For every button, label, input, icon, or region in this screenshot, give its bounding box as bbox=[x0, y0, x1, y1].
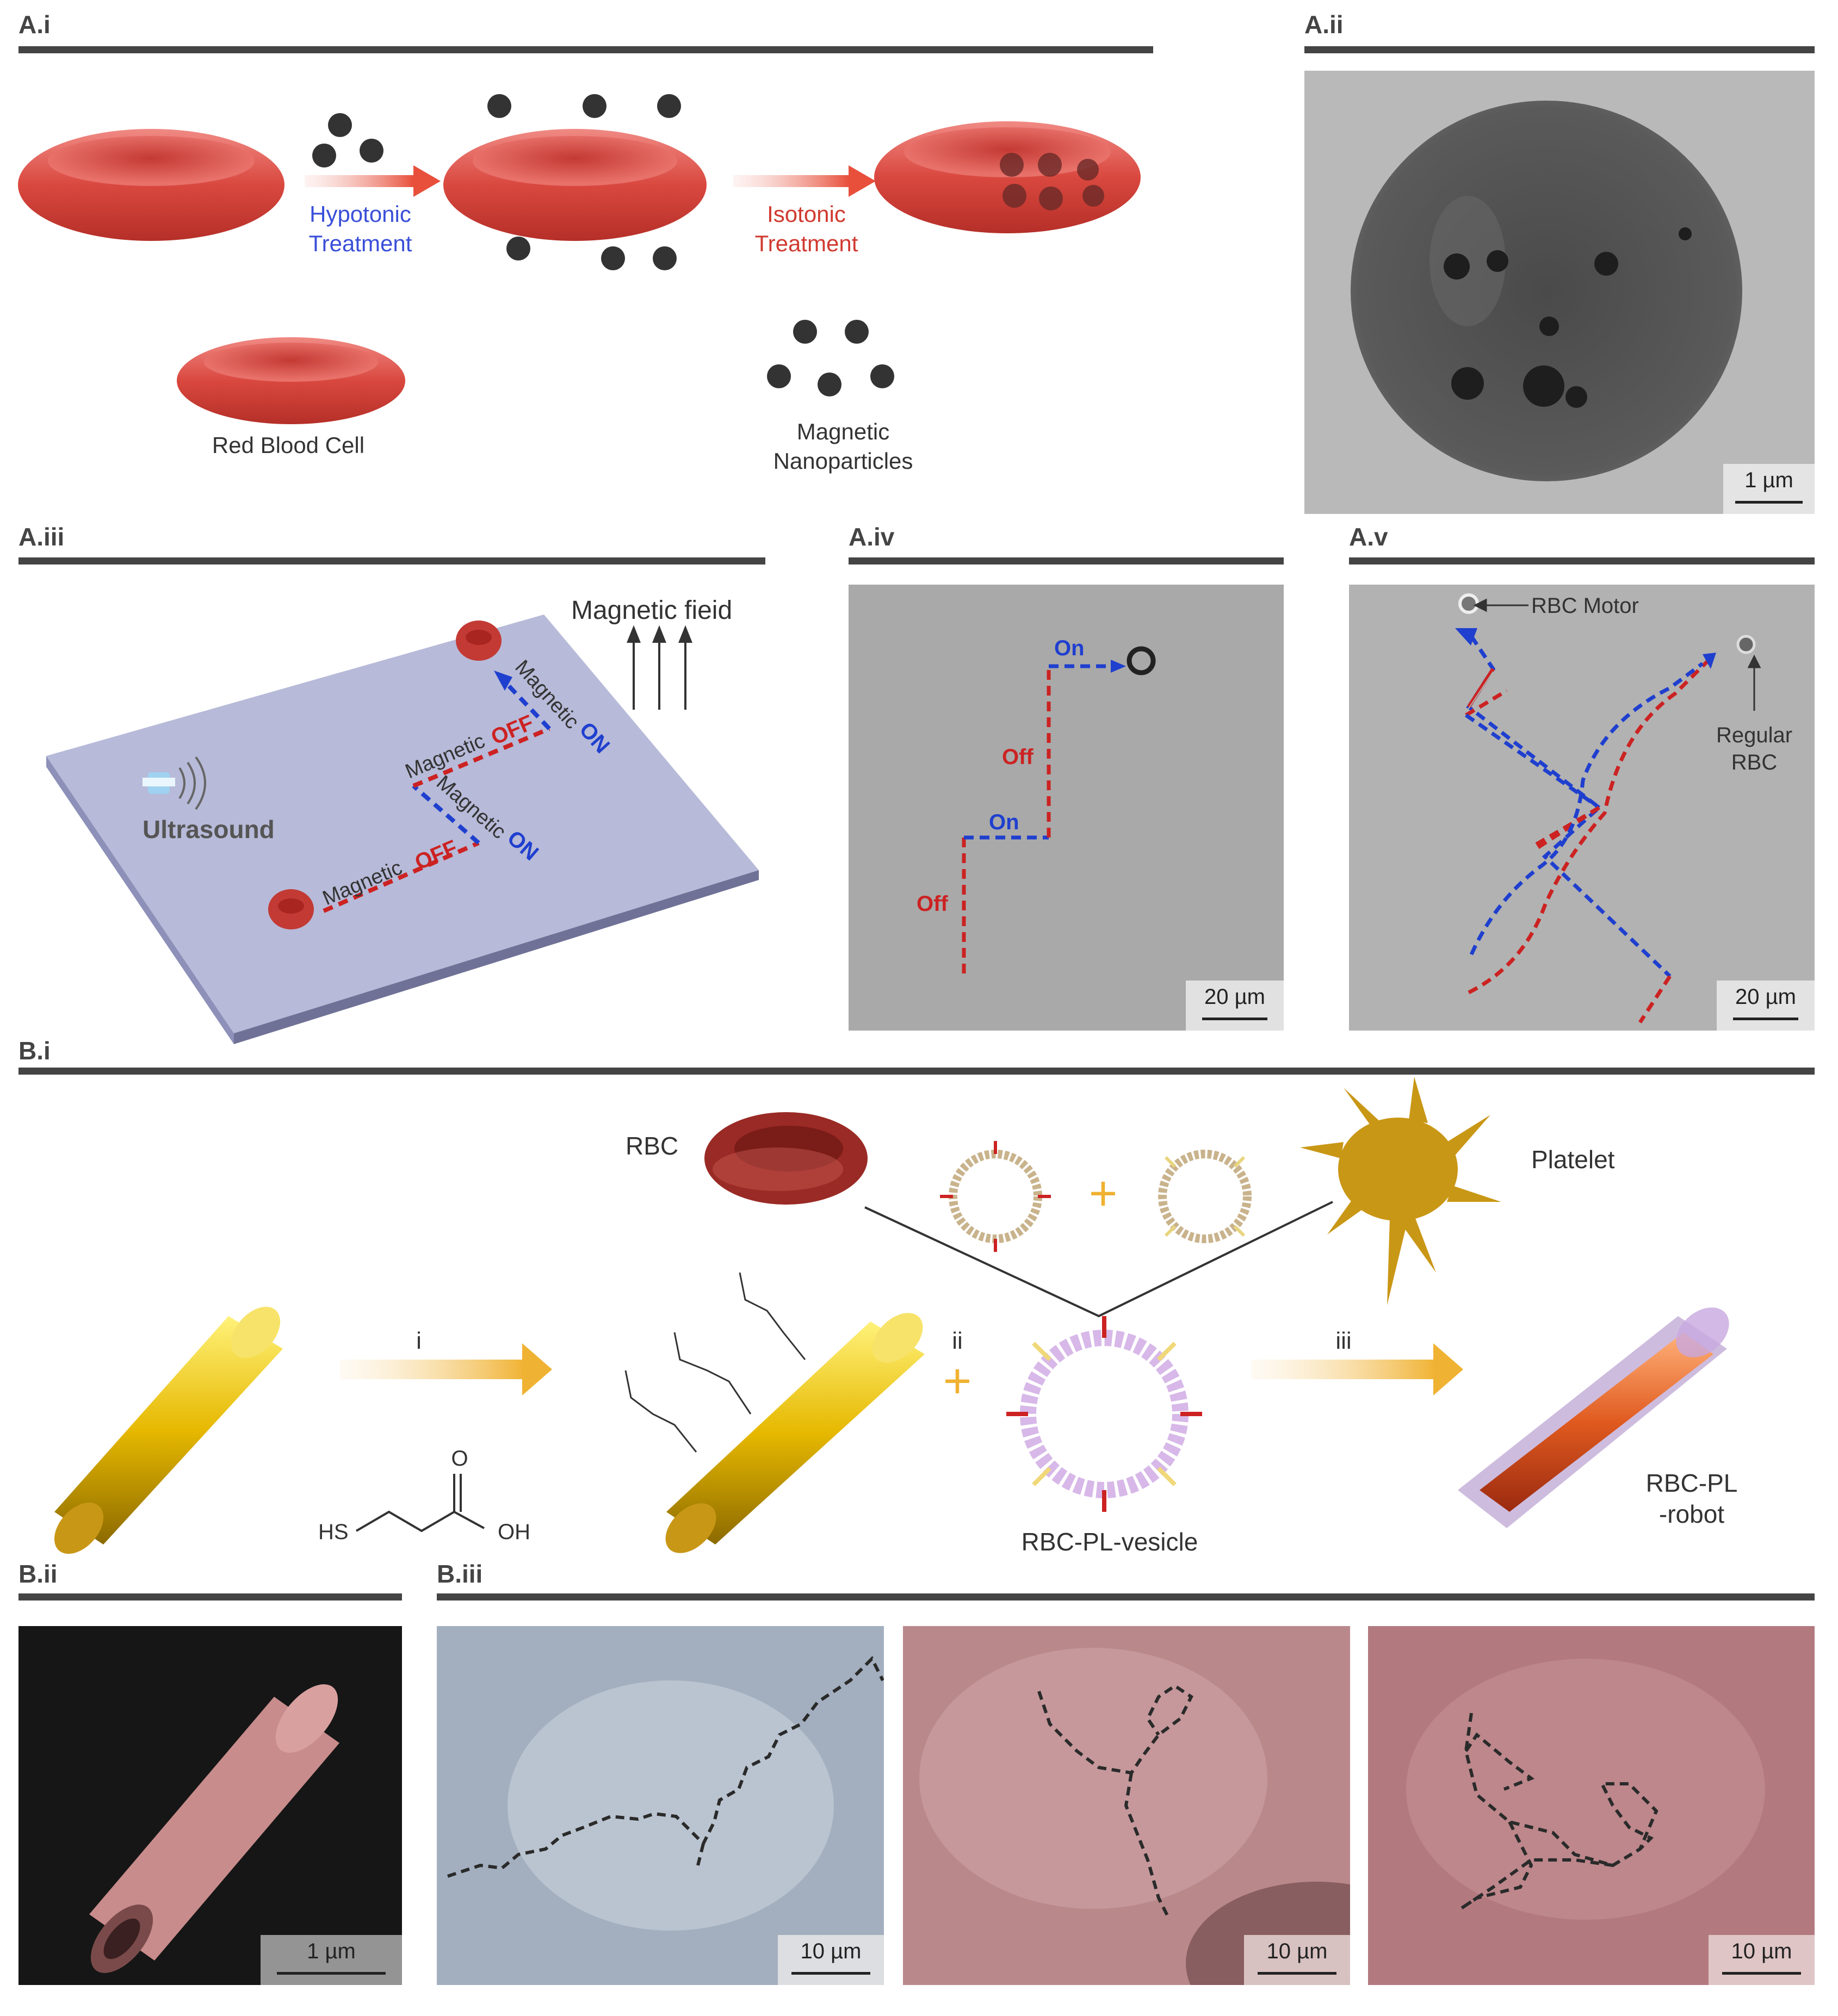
panel-label-b-i: B.i bbox=[18, 1037, 51, 1065]
panel-rule-b-iii bbox=[437, 1593, 1815, 1601]
panel-rule-a-iii bbox=[18, 557, 765, 565]
step-ii-label: ii bbox=[952, 1328, 963, 1354]
scale-bar: 1 µm bbox=[261, 1935, 402, 1985]
platelet-icon bbox=[1300, 1077, 1501, 1305]
nanoparticles-label-line2: Nanoparticles bbox=[773, 448, 913, 474]
regular-rbc-icon bbox=[1736, 635, 1756, 654]
step-i-label: i bbox=[416, 1328, 422, 1354]
panel-label-a-i: A.i bbox=[18, 10, 51, 39]
tem-micrograph: 1 µm bbox=[1304, 71, 1815, 514]
panel-label-a-iv: A.iv bbox=[849, 523, 895, 551]
scale-bar-label: 1 µm bbox=[1744, 468, 1793, 492]
a-v-micrograph: RBC Motor Regular RBC 20 µm bbox=[1349, 585, 1815, 1031]
rbc-label: RBC bbox=[626, 1132, 679, 1160]
magnetic-field-arrows-icon bbox=[627, 625, 692, 710]
rbc-pl-robot-icon bbox=[1458, 1307, 1729, 1528]
hypotonic-label-line2: Treatment bbox=[308, 231, 412, 256]
arrow-right-icon bbox=[305, 165, 441, 197]
chem-o: O bbox=[451, 1447, 468, 1471]
nanoparticle-dots-icon bbox=[312, 113, 383, 168]
plus-sign-2: + bbox=[943, 1354, 972, 1409]
off-label-1: Off bbox=[917, 892, 948, 916]
panel-label-a-iii: A.iii bbox=[18, 523, 65, 551]
scale-bar-label: 10 µm bbox=[1731, 1939, 1792, 1963]
nanoparticles-label-line1: Magnetic bbox=[796, 419, 890, 444]
panel-label-a-v: A.v bbox=[1349, 523, 1388, 551]
on-label-2: On bbox=[1054, 636, 1085, 660]
isotonic-label-line1: Isotonic bbox=[767, 201, 846, 227]
vesicle-label: RBC-PL-vesicle bbox=[1021, 1528, 1198, 1556]
scale-bar: 10 µm bbox=[1709, 1935, 1815, 1985]
rbc-pl-vesicle-icon bbox=[1006, 1316, 1202, 1512]
rbc-vesicle-icon bbox=[940, 1141, 1051, 1252]
rbc-motor-icon bbox=[1127, 646, 1156, 675]
panel-rule-a-ii bbox=[1304, 46, 1815, 53]
arrow-right-icon bbox=[733, 165, 876, 197]
regular-rbc-label-line2: RBC bbox=[1731, 750, 1777, 774]
off-label-2: Off bbox=[1002, 745, 1034, 769]
scale-bar: 20 µm bbox=[1717, 981, 1815, 1031]
isotonic-label-line2: Treatment bbox=[754, 231, 858, 256]
panel-label-a-ii: A.ii bbox=[1304, 10, 1344, 39]
rbc-cell-icon bbox=[18, 129, 284, 241]
b-iii-micrograph-2: 10 µm bbox=[903, 1626, 1350, 1985]
a-iv-micrograph: Off On Off On 20 µm bbox=[849, 585, 1284, 1031]
rbc-motor-label: RBC Motor bbox=[1531, 594, 1639, 618]
a-i-diagram bbox=[18, 94, 1141, 424]
scale-bar-label: 10 µm bbox=[1266, 1939, 1328, 1963]
b-iii-micrograph-3: 10 µm bbox=[1368, 1626, 1815, 1985]
on-label-1: On bbox=[989, 810, 1019, 834]
scale-bar: 20 µm bbox=[1186, 981, 1284, 1031]
rbc-motor-icon bbox=[268, 889, 314, 929]
scale-bar-label: 10 µm bbox=[800, 1939, 862, 1963]
hypotonic-label-line1: Hypotonic bbox=[310, 201, 411, 227]
b-iii-micrograph-1: 10 µm bbox=[437, 1626, 884, 1985]
rbc-motor-icon bbox=[1458, 593, 1479, 614]
ultrasound-transducer-icon bbox=[143, 756, 206, 810]
robot-label-line2: -robot bbox=[1658, 1500, 1725, 1528]
platelet-label: Platelet bbox=[1531, 1145, 1615, 1174]
scale-bar-label: 1 µm bbox=[307, 1939, 356, 1963]
panel-label-b-ii: B.ii bbox=[18, 1560, 58, 1588]
scale-bar: 10 µm bbox=[1244, 1935, 1350, 1985]
mpa-molecule-icon bbox=[355, 1474, 485, 1533]
platelet-vesicle-icon bbox=[1158, 1150, 1252, 1243]
arrow-right-icon bbox=[340, 1343, 552, 1395]
panel-rule-a-i bbox=[18, 46, 1153, 53]
panel-rule-b-i bbox=[18, 1068, 1815, 1075]
scale-bar-label: 20 µm bbox=[1735, 985, 1796, 1009]
b-i-diagram: + i HS OH O ii + bbox=[54, 1077, 1729, 1554]
ultrasound-label: Ultrasound bbox=[143, 815, 275, 843]
gold-nanorod-icon bbox=[54, 1306, 283, 1554]
nanoparticle-dots-icon bbox=[487, 94, 681, 270]
functionalized-nanorod-icon bbox=[624, 1272, 925, 1553]
panel-label-b-iii: B.iii bbox=[437, 1560, 483, 1588]
panel-rule-a-iv bbox=[849, 557, 1284, 565]
a-iii-diagram: Magnetic OFF Magnetic ON Magnetic OFF Ma… bbox=[46, 615, 759, 1044]
rbc-icon bbox=[704, 1112, 868, 1205]
panel-rule-a-v bbox=[1349, 557, 1815, 565]
rbc-motor-icon bbox=[456, 621, 502, 661]
step-iii-label: iii bbox=[1335, 1328, 1351, 1354]
red-blood-cell-label: Red Blood Cell bbox=[212, 432, 365, 458]
sem-micrograph: 1 µm bbox=[18, 1626, 402, 1985]
plus-sign: + bbox=[1089, 1167, 1118, 1221]
magnetic-field-label: Magnetic fieid bbox=[571, 596, 733, 625]
rbc-legend-icon bbox=[177, 337, 405, 424]
regular-rbc-label-line1: Regular bbox=[1716, 723, 1792, 747]
chem-hs: HS bbox=[318, 1520, 349, 1544]
chem-oh: OH bbox=[498, 1520, 530, 1544]
scale-bar-label: 20 µm bbox=[1204, 985, 1265, 1009]
rbc-loaded-icon bbox=[874, 121, 1141, 233]
rbc-cell-icon bbox=[443, 129, 707, 241]
panel-rule-b-ii bbox=[18, 1593, 402, 1601]
nanoparticle-legend-icon bbox=[767, 320, 894, 396]
arrow-right-icon bbox=[1251, 1343, 1463, 1395]
scale-bar: 1 µm bbox=[1723, 464, 1815, 514]
scale-bar: 10 µm bbox=[778, 1935, 884, 1985]
robot-label-line1: RBC-PL bbox=[1645, 1469, 1738, 1497]
